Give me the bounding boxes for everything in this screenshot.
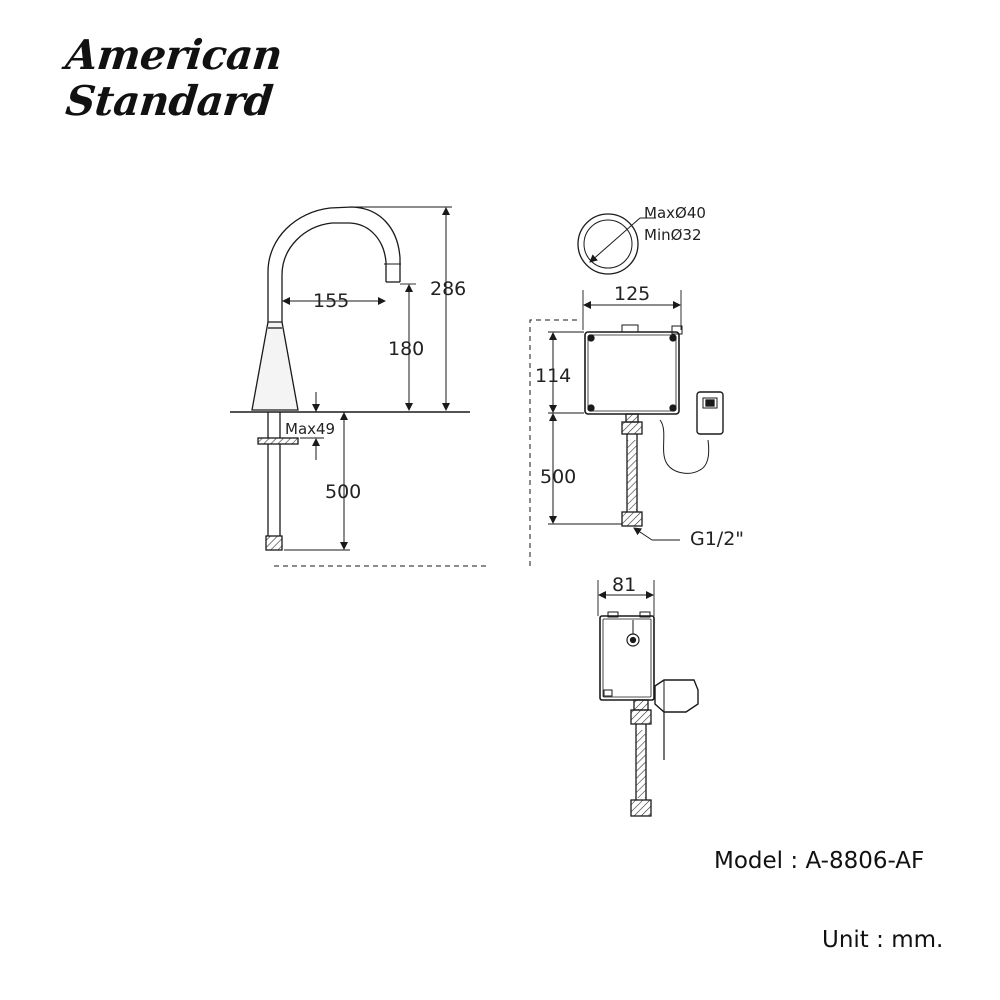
- unit-label: Unit :: [822, 927, 892, 953]
- dim-hole-max: MaxØ40: [644, 204, 706, 222]
- control-box-side: 81: [597, 574, 699, 817]
- dim-box-width: 125: [614, 283, 650, 305]
- dim-side-width: 81: [612, 574, 636, 596]
- hole-circle-outer: [577, 213, 639, 275]
- dim-spout-height: 180: [388, 338, 424, 360]
- control-box-front: 125 G1/2": [535, 283, 744, 550]
- control-box: [584, 331, 680, 415]
- dim-hose-length: 500: [325, 481, 361, 503]
- dim-thread: G1/2": [690, 528, 744, 550]
- faucet-spout: [267, 206, 401, 322]
- dim-box-height: 114: [535, 365, 571, 387]
- mounting-nut: [257, 437, 299, 445]
- model-label: Model :: [714, 848, 806, 874]
- side-box: [599, 615, 655, 701]
- dim-spout-reach: 155: [313, 290, 349, 312]
- side-adapter: [654, 679, 699, 713]
- unit-value: mm.: [891, 927, 944, 953]
- hole-circle-inner: [583, 219, 633, 269]
- model-value: A-8806-AF: [805, 848, 925, 874]
- box-hose-fitting: [621, 511, 643, 527]
- unit-line: Unit : mm.: [822, 927, 943, 953]
- side-hose-fitting: [630, 799, 652, 817]
- dim-hole-min: MinØ32: [644, 226, 702, 244]
- faucet-view: 155 286 180 Max49 500: [230, 206, 580, 567]
- dim-box-hose-length: 500: [540, 466, 576, 488]
- hose-fitting: [265, 535, 283, 551]
- power-adapter: [696, 391, 724, 435]
- power-cable: [659, 419, 710, 474]
- dim-faucet-height: 286: [430, 278, 466, 300]
- dim-deck-max: Max49: [285, 420, 335, 438]
- model-line: Model : A-8806-AF: [714, 848, 924, 874]
- hole-detail: MaxØ40 MinØ32: [577, 204, 706, 275]
- faucet-body: [251, 321, 299, 411]
- dashed-wall-line: [274, 319, 580, 567]
- faucet-hose: [267, 444, 281, 536]
